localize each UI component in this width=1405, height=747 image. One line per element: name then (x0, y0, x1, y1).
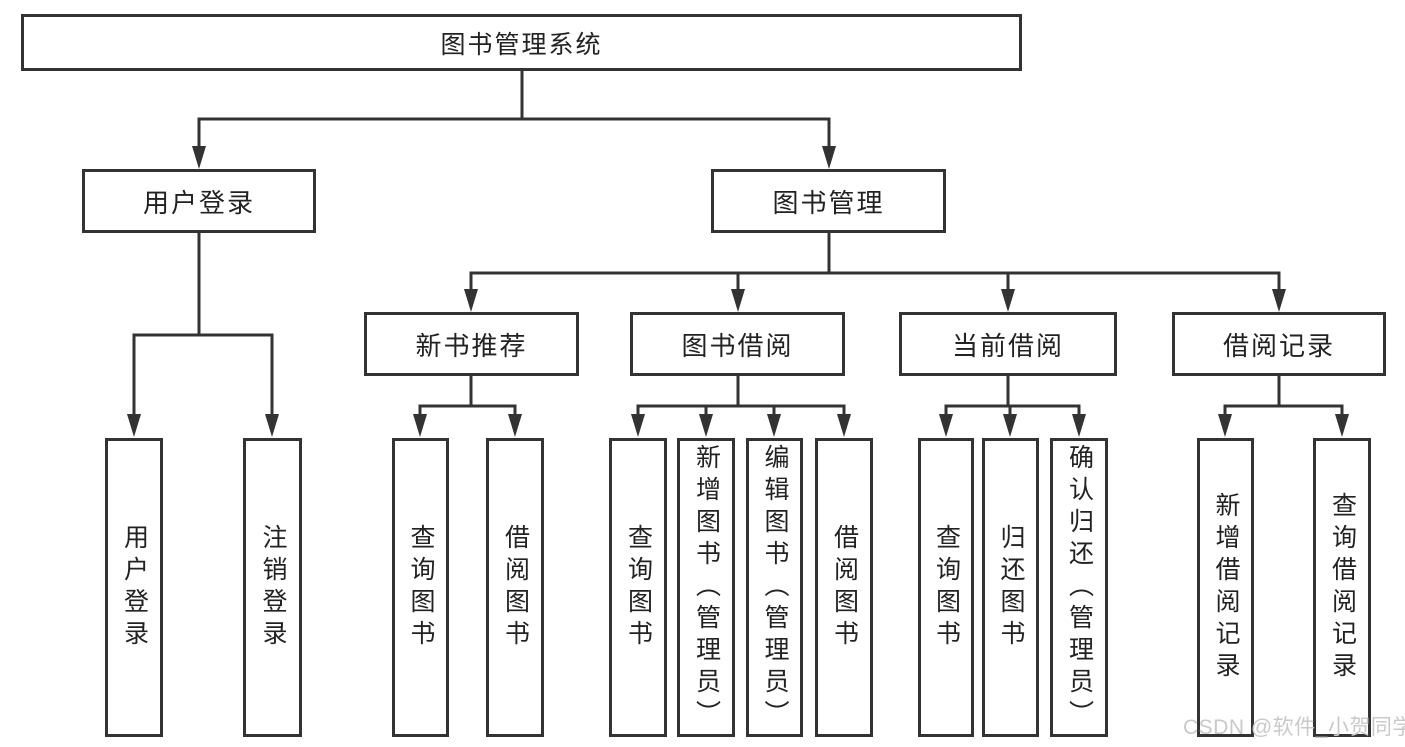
arrowhead (1072, 414, 1086, 437)
arrowhead (127, 414, 141, 437)
arrowhead (464, 289, 478, 312)
leaf-label: 查询图书 (624, 523, 653, 652)
csdn-watermark: CSDN @软件_小贺同学 (1183, 716, 1405, 739)
leaf-cb-confirm-return-admin: 确认归还（管理员） (1050, 438, 1108, 737)
arrowhead (699, 414, 713, 437)
leaf-label: 新增图书（管理员） (692, 443, 721, 732)
leaf-label: 用户登录 (120, 523, 149, 652)
arrowhead (1272, 289, 1286, 312)
node-book-borrow: 图书借阅 (630, 312, 845, 376)
arrowhead (631, 414, 645, 437)
leaf-br-query-record: 查询借阅记录 (1313, 438, 1371, 737)
leaf-label: 借阅图书 (830, 523, 859, 652)
node-current-borrow: 当前借阅 (899, 312, 1117, 376)
leaf-logout: 注销登录 (243, 438, 302, 737)
node-root: 图书管理系统 (21, 14, 1022, 71)
arrowhead (837, 414, 851, 437)
leaf-label: 查询借阅记录 (1328, 491, 1357, 684)
arrowhead (265, 414, 279, 437)
arrowhead (822, 146, 836, 169)
leaf-label: 注销登录 (259, 523, 287, 652)
connector-borrow-records-to-leaves (1218, 376, 1349, 437)
node-borrow-records: 借阅记录 (1172, 312, 1386, 376)
leaf-cb-query-books: 查询图书 (918, 438, 974, 737)
leaf-label: 新增借阅记录 (1212, 491, 1240, 684)
leaf-bb-query-books: 查询图书 (609, 438, 667, 737)
arrowhead (767, 414, 781, 437)
leaf-label: 归还图书 (997, 523, 1025, 652)
arrowhead (1335, 414, 1349, 437)
connector-current-borrow-to-leaves (939, 376, 1086, 437)
leaf-label: 编辑图书（管理员） (761, 443, 789, 732)
node-user-login: 用户登录 (82, 169, 316, 233)
connector-user-login-to-leaves (127, 233, 279, 437)
connector-book-mgmt-to-level3 (464, 233, 1286, 312)
leaf-label: 确认归还（管理员） (1065, 443, 1094, 732)
arrowhead (939, 414, 953, 437)
leaf-rec-query-books: 查询图书 (392, 438, 449, 737)
leaf-label: 借阅图书 (501, 523, 530, 652)
leaf-label: 查询图书 (932, 523, 961, 652)
arrowhead (413, 414, 427, 437)
arrowhead (1003, 414, 1017, 437)
leaf-bb-edit-books-admin: 编辑图书（管理员） (746, 438, 803, 737)
arrowhead (1001, 289, 1015, 312)
node-new-book-recommend: 新书推荐 (364, 312, 579, 376)
node-book-management: 图书管理 (711, 169, 946, 233)
leaf-bb-add-books-admin: 新增图书（管理员） (677, 438, 735, 737)
connector-book-borrow-to-leaves (631, 376, 851, 437)
arrowhead (192, 146, 206, 169)
leaf-cb-return-books: 归还图书 (982, 438, 1039, 737)
arrowhead (508, 414, 522, 437)
arrowhead (731, 289, 745, 312)
leaf-label: 查询图书 (407, 523, 435, 652)
arrowhead (1218, 414, 1232, 437)
leaf-rec-borrow-books: 借阅图书 (486, 438, 544, 737)
leaf-user-login: 用户登录 (105, 438, 163, 737)
leaf-bb-borrow-books: 借阅图书 (815, 438, 873, 737)
connector-new-book-rec-to-leaves (413, 376, 522, 437)
leaf-br-add-record: 新增借阅记录 (1197, 438, 1254, 737)
connector-root-to-level2 (192, 71, 836, 169)
